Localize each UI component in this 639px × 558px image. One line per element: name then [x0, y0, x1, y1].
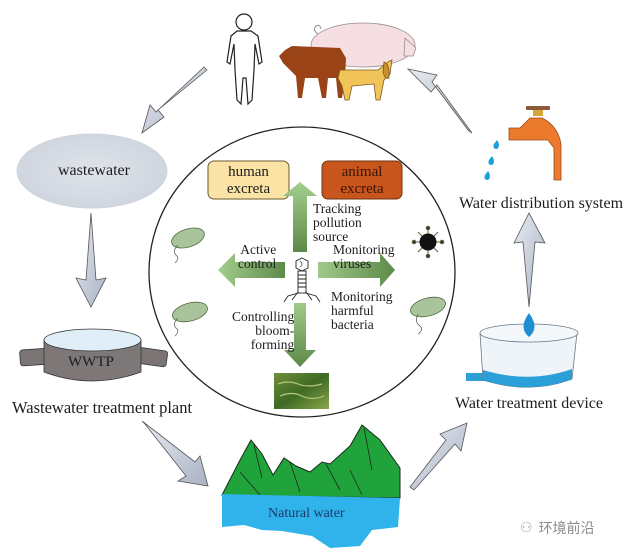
bacterium-icon — [171, 227, 205, 264]
water-tap-icon — [484, 106, 562, 181]
wwtp-label: WWTP — [68, 354, 114, 370]
wastewater-label: wastewater — [58, 162, 130, 179]
green-arrow-down — [284, 303, 316, 367]
green-arrow-right — [318, 253, 395, 287]
cycle-arrow-to-distribution — [513, 212, 546, 308]
green-arrow-up — [283, 182, 317, 252]
animal-excreta-box — [321, 160, 403, 200]
bacteriophage-icon — [283, 257, 321, 303]
cycle-arrow-to-sources — [406, 68, 473, 134]
virus-icon — [411, 225, 445, 259]
human-icon — [226, 13, 263, 106]
cycle-arrow-to-wwtp — [75, 212, 107, 308]
active-control-label: Active control — [238, 242, 277, 271]
monitoring-viruses-label: Monitoring viruses — [333, 242, 395, 271]
bacterium-icon — [410, 296, 446, 335]
dog-icon — [337, 59, 393, 101]
bacterium-icon — [172, 301, 208, 337]
tracking-pollution-source-label: Tracking pollution source — [313, 201, 362, 244]
wastewater-node — [16, 133, 168, 209]
monitoring-harmful-bacteria-label: Monitoring harmful bacteria — [331, 289, 393, 332]
wwtp-caption: Wastewater treatment plant — [12, 398, 193, 417]
cycle-arrow-to-treatment-device — [409, 422, 468, 491]
controlling-bloom-forming-label: Controlling bloom- forming — [232, 309, 295, 352]
algal-bloom-image — [274, 373, 329, 409]
water-treatment-device-caption: Water treatment device — [455, 395, 603, 412]
animal-excreta-label: animal excreta — [340, 164, 384, 197]
green-arrow-left — [218, 253, 285, 287]
cow-icon — [279, 46, 346, 98]
natural-water-icon — [221, 424, 401, 548]
watermark: ⚇ 环境前沿 — [520, 518, 595, 538]
cycle-arrow-to-wastewater — [141, 66, 208, 135]
human-excreta-label: human excreta — [226, 164, 271, 197]
watermark-text: 环境前沿 — [538, 521, 595, 537]
wechat-icon: ⚇ — [520, 520, 533, 536]
natural-water-label: Natural water — [268, 506, 345, 521]
wwtp-icon — [19, 328, 168, 382]
cycle-arrow-to-natural-water — [141, 420, 209, 487]
water-treatment-device-icon — [466, 313, 579, 388]
water-distribution-caption: Water distribution system — [459, 195, 624, 212]
human-excreta-box — [207, 160, 290, 200]
